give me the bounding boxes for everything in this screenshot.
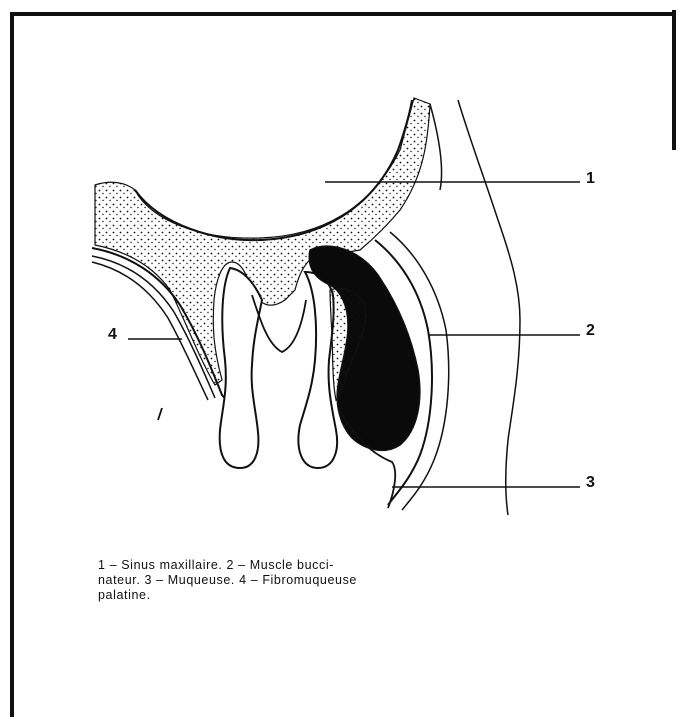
sinus-wall-line [430, 104, 442, 190]
label-2: 2 [586, 322, 595, 340]
label-1: 1 [586, 170, 595, 188]
caption-line: nateur. 3 – Muqueuse. 4 – Fibromuqueuse [98, 573, 538, 588]
stray-mark [158, 408, 162, 420]
caption-line: palatine. [98, 588, 538, 603]
figure-caption: 1 – Sinus maxillaire. 2 – Muscle bucci- … [98, 558, 538, 603]
label-3: 3 [586, 474, 595, 492]
label-4: 4 [108, 326, 117, 344]
caption-line: 1 – Sinus maxillaire. 2 – Muscle bucci- [98, 558, 538, 573]
cheek-surface [458, 100, 520, 515]
tooth-palatal [220, 268, 262, 468]
